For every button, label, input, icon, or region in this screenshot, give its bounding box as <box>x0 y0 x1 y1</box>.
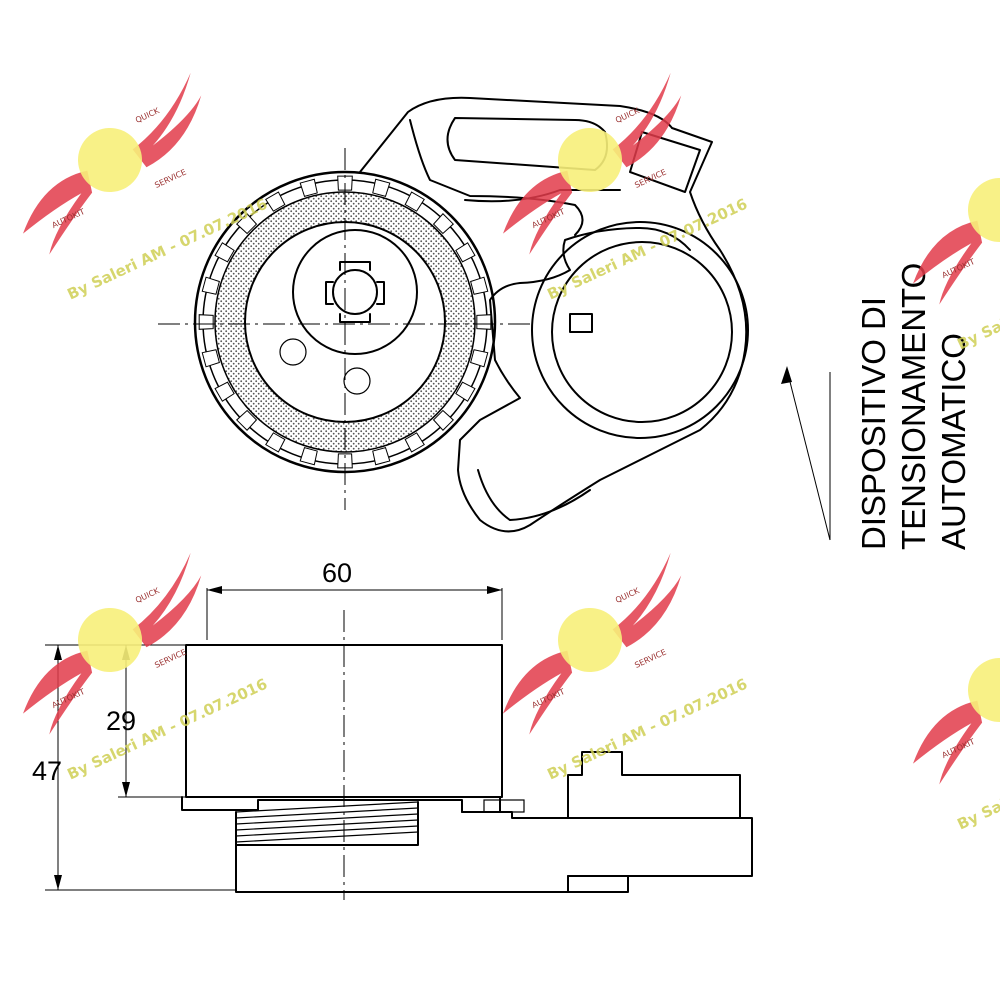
watermark-text: By Saleri AM - 07.07.2016 <box>544 675 750 784</box>
spring-housing-outer <box>531 221 749 439</box>
rim-notch <box>404 432 425 453</box>
watermark-brand-left: AUTOKIT <box>941 257 977 280</box>
tensioner-arm-outline <box>359 96 748 533</box>
rim-notch <box>201 276 220 295</box>
bolt-hole-right <box>343 367 371 395</box>
watermark-layer: QUICK AUTOKIT SERVICE By Saleri AM - 07.07.… <box>22 72 1000 833</box>
rim-notch <box>455 381 476 402</box>
watermark-brand-right: SERVICE <box>633 648 667 670</box>
watermark-brand-left: AUTOKIT <box>531 687 567 710</box>
rim-notch <box>198 314 214 330</box>
rim-notch <box>299 447 318 466</box>
watermark-brand-right: SERVICE <box>153 168 187 190</box>
bolt-hole-left <box>279 338 307 366</box>
center-shaft <box>332 269 378 315</box>
arm-foot-curve <box>477 469 591 521</box>
eccentric-hub <box>292 229 418 355</box>
label-line-3: AUTOMATICO <box>935 333 972 550</box>
rim-notch <box>372 447 391 466</box>
rim-notch <box>214 242 235 263</box>
watermark-text: By Saleri AM - 07.07.2016 <box>64 675 270 784</box>
roller-flange <box>181 796 501 813</box>
washer <box>483 799 525 813</box>
shaft-flats <box>325 261 385 323</box>
rim-notch <box>236 409 258 431</box>
dim-height-roller-value: 29 <box>106 706 136 736</box>
watermark-brand-left: AUTOKIT <box>941 737 977 760</box>
rim-notch <box>470 276 489 295</box>
rim-notch <box>432 213 454 235</box>
top-view <box>158 96 749 533</box>
rim-notch <box>372 178 391 197</box>
watermark-logo: QUICK AUTOKIT SERVICE By Saleri AM - 07.07.… <box>22 552 270 784</box>
rim-notch <box>337 453 353 469</box>
watermark-brand-left: AUTOKIT <box>51 207 87 230</box>
spring-housing-inner <box>551 241 733 423</box>
direction-arrow <box>781 366 831 541</box>
arm-inner-edge <box>409 119 584 236</box>
label-line-1: DISPOSITIVO DI <box>855 297 892 550</box>
rim-notch <box>476 314 492 330</box>
dim-width: 60 <box>206 558 503 640</box>
tensioner-label: DISPOSITIVO DI TENSIONAMENTO AUTOMATICO <box>855 263 972 550</box>
rim-notch <box>455 242 476 263</box>
rim-notch <box>432 409 454 431</box>
rim-notch <box>299 178 318 197</box>
watermark-brand-right: SERVICE <box>153 648 187 670</box>
watermark-brand-left: AUTOKIT <box>51 687 87 710</box>
watermark-brand-left: AUTOKIT <box>531 207 567 230</box>
rim-notch <box>201 349 220 368</box>
arrow-shaft <box>786 369 831 541</box>
watermark-brand-top: QUICK <box>614 106 641 125</box>
spring-coils <box>235 801 419 846</box>
watermark-brand-top: QUICK <box>614 586 641 605</box>
watermark-brand-top: QUICK <box>134 106 161 125</box>
pulley-rim-notches <box>198 175 492 469</box>
watermark-logo: QUICK AUTOKIT SERVICE By Saleri AM - 07.07.… <box>502 552 750 784</box>
rim-notch <box>404 191 425 212</box>
rim-notch <box>236 213 258 235</box>
pulley <box>193 170 497 474</box>
label-line-2: TENSIONAMENTO <box>895 263 932 550</box>
rim-notch <box>470 349 489 368</box>
watermark-brand-top: QUICK <box>134 586 161 605</box>
rim-notch <box>265 191 286 212</box>
dim-height-total-value: 47 <box>32 756 62 786</box>
base-plate <box>235 751 753 893</box>
arrow-head <box>781 366 792 384</box>
rim-notch <box>265 432 286 453</box>
spring-key <box>569 313 593 333</box>
dim-width-value: 60 <box>322 558 352 588</box>
rim-notch <box>214 381 235 402</box>
watermark-brand-right: SERVICE <box>633 168 667 190</box>
